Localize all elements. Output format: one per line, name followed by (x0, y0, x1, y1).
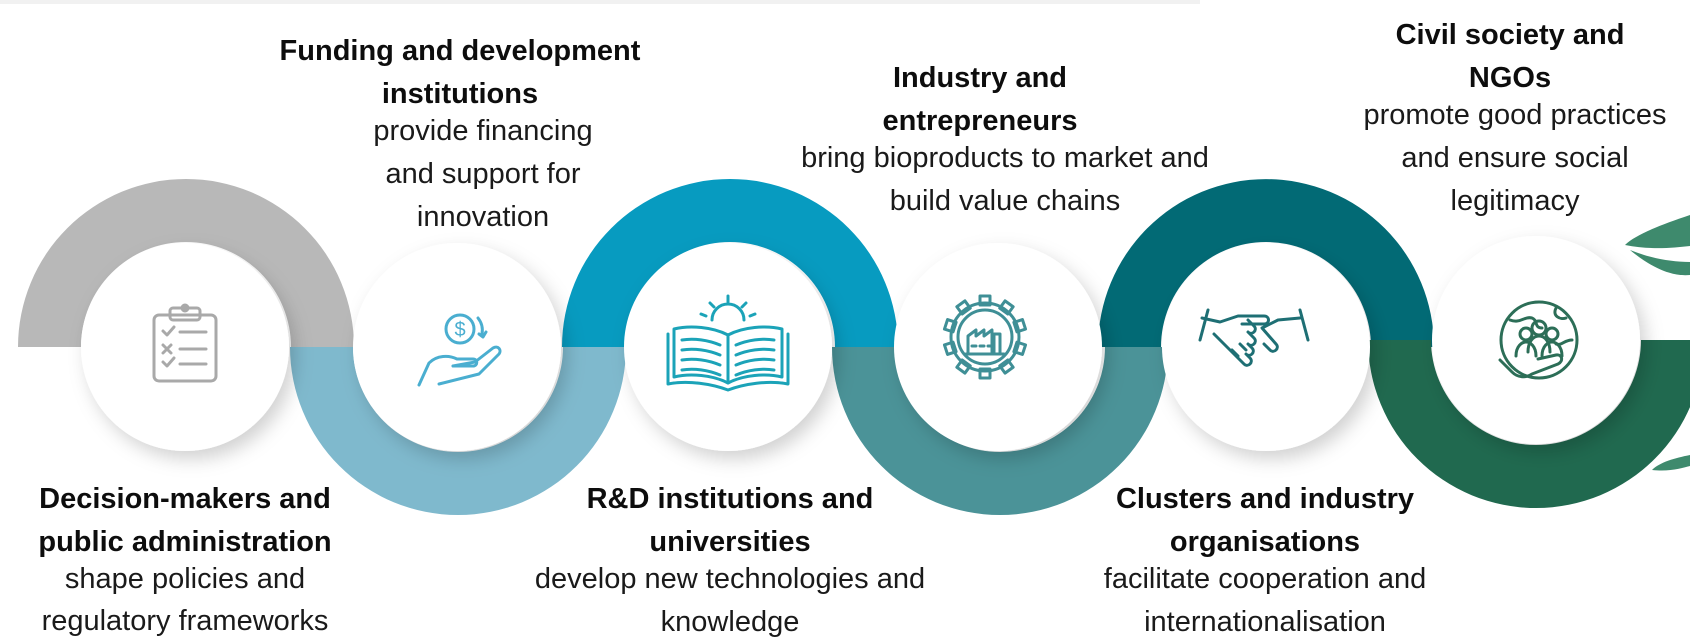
segment-civil-society (1368, 340, 1690, 508)
leaf-decoration (1625, 215, 1690, 471)
stakeholder-description: shape policies and regulatory frameworks (41, 563, 329, 637)
stakeholder-description: promote good practices and ensure social… (1363, 99, 1667, 217)
gear-tooth (998, 299, 1015, 316)
segment-industry (832, 347, 1168, 515)
label-decision-makers: Decision-makers and public administratio… (0, 478, 370, 642)
handshake-icon (1198, 308, 1310, 367)
stakeholder-title: Decision-makers and public administratio… (38, 483, 332, 558)
gear-tooth (1012, 340, 1028, 356)
stakeholder-description: bring bioproducts to market and build va… (801, 142, 1209, 217)
wave-segments (18, 179, 1690, 515)
gear-tooth (998, 358, 1015, 375)
stakeholder-title: Clusters and industry organisations (1115, 483, 1415, 558)
circle-industry (894, 243, 1102, 451)
gear-tooth (978, 367, 992, 380)
label-rd: R&D institutions and universities develo… (520, 478, 940, 644)
circle-civil-society (1432, 236, 1640, 444)
circle-funding (353, 243, 561, 451)
label-funding: Funding and development institutions pro… (240, 30, 680, 239)
stakeholder-description: provide financing and support for innova… (373, 115, 593, 233)
segment-funding (290, 347, 626, 515)
label-civil-society: Civil society and NGOs promote good prac… (1340, 14, 1690, 223)
stakeholder-title: Funding and development institutions (279, 35, 641, 110)
label-industry: Industry and entrepreneurs bring bioprod… (770, 57, 1240, 223)
gear-tooth (955, 299, 972, 316)
open-book-icon (666, 294, 790, 392)
segment-clusters (1098, 179, 1434, 347)
gear-tooth (942, 340, 958, 356)
hand-coin-icon: $ (417, 313, 502, 387)
stakeholder-title: Industry and entrepreneurs (882, 62, 1078, 137)
top-rule (0, 0, 1200, 4)
stakeholder-description: facilitate cooperation and international… (1103, 563, 1427, 638)
svg-text:$: $ (454, 319, 465, 341)
globe-community-icon (1498, 300, 1579, 380)
gear-tooth (955, 358, 972, 375)
clipboard-checklist-icon (152, 303, 218, 383)
stakeholder-title: Civil society and NGOs (1395, 19, 1625, 94)
segment-rd (562, 179, 898, 347)
stakeholder-title: R&D institutions and universities (586, 483, 874, 558)
circle-decision-makers (81, 243, 289, 451)
gear-tooth (978, 294, 992, 307)
gear-tooth (942, 318, 958, 334)
gear-tooth (1012, 318, 1028, 334)
gear-factory-icon (942, 294, 1028, 380)
label-clusters: Clusters and industry organisations faci… (1080, 478, 1450, 644)
stakeholder-description: develop new technologies and knowledge (534, 563, 926, 638)
segment-decision-makers (18, 179, 354, 347)
